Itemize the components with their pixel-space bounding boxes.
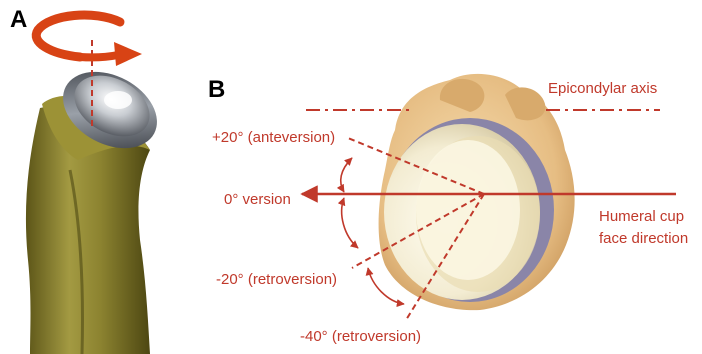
implant-highlight (104, 91, 132, 109)
label-retroversion-20: -20° (retroversion) (216, 271, 337, 289)
panel-label-b: B (208, 76, 225, 104)
arc-anteversion (341, 158, 352, 192)
label-zero-version: 0° version (224, 191, 291, 209)
rotation-arrow-front (80, 55, 118, 57)
panel-label-a: A (10, 6, 27, 34)
panel-a-humerus (26, 15, 170, 354)
label-epicondylar-axis: Epicondylar axis (548, 80, 657, 98)
rotation-arrow-back (36, 15, 120, 57)
arc-retroversion-20 (342, 198, 358, 248)
label-retroversion-40: -40° (retroversion) (300, 328, 421, 346)
label-cup-line1: Humeral cup (599, 206, 688, 228)
label-anteversion: +20° (anteversion) (212, 129, 335, 147)
cup-bearing-inner (416, 140, 520, 280)
label-humeral-cup: Humeral cup face direction (599, 206, 688, 250)
label-cup-line2: face direction (599, 228, 688, 250)
rotation-arrowhead (114, 42, 142, 66)
